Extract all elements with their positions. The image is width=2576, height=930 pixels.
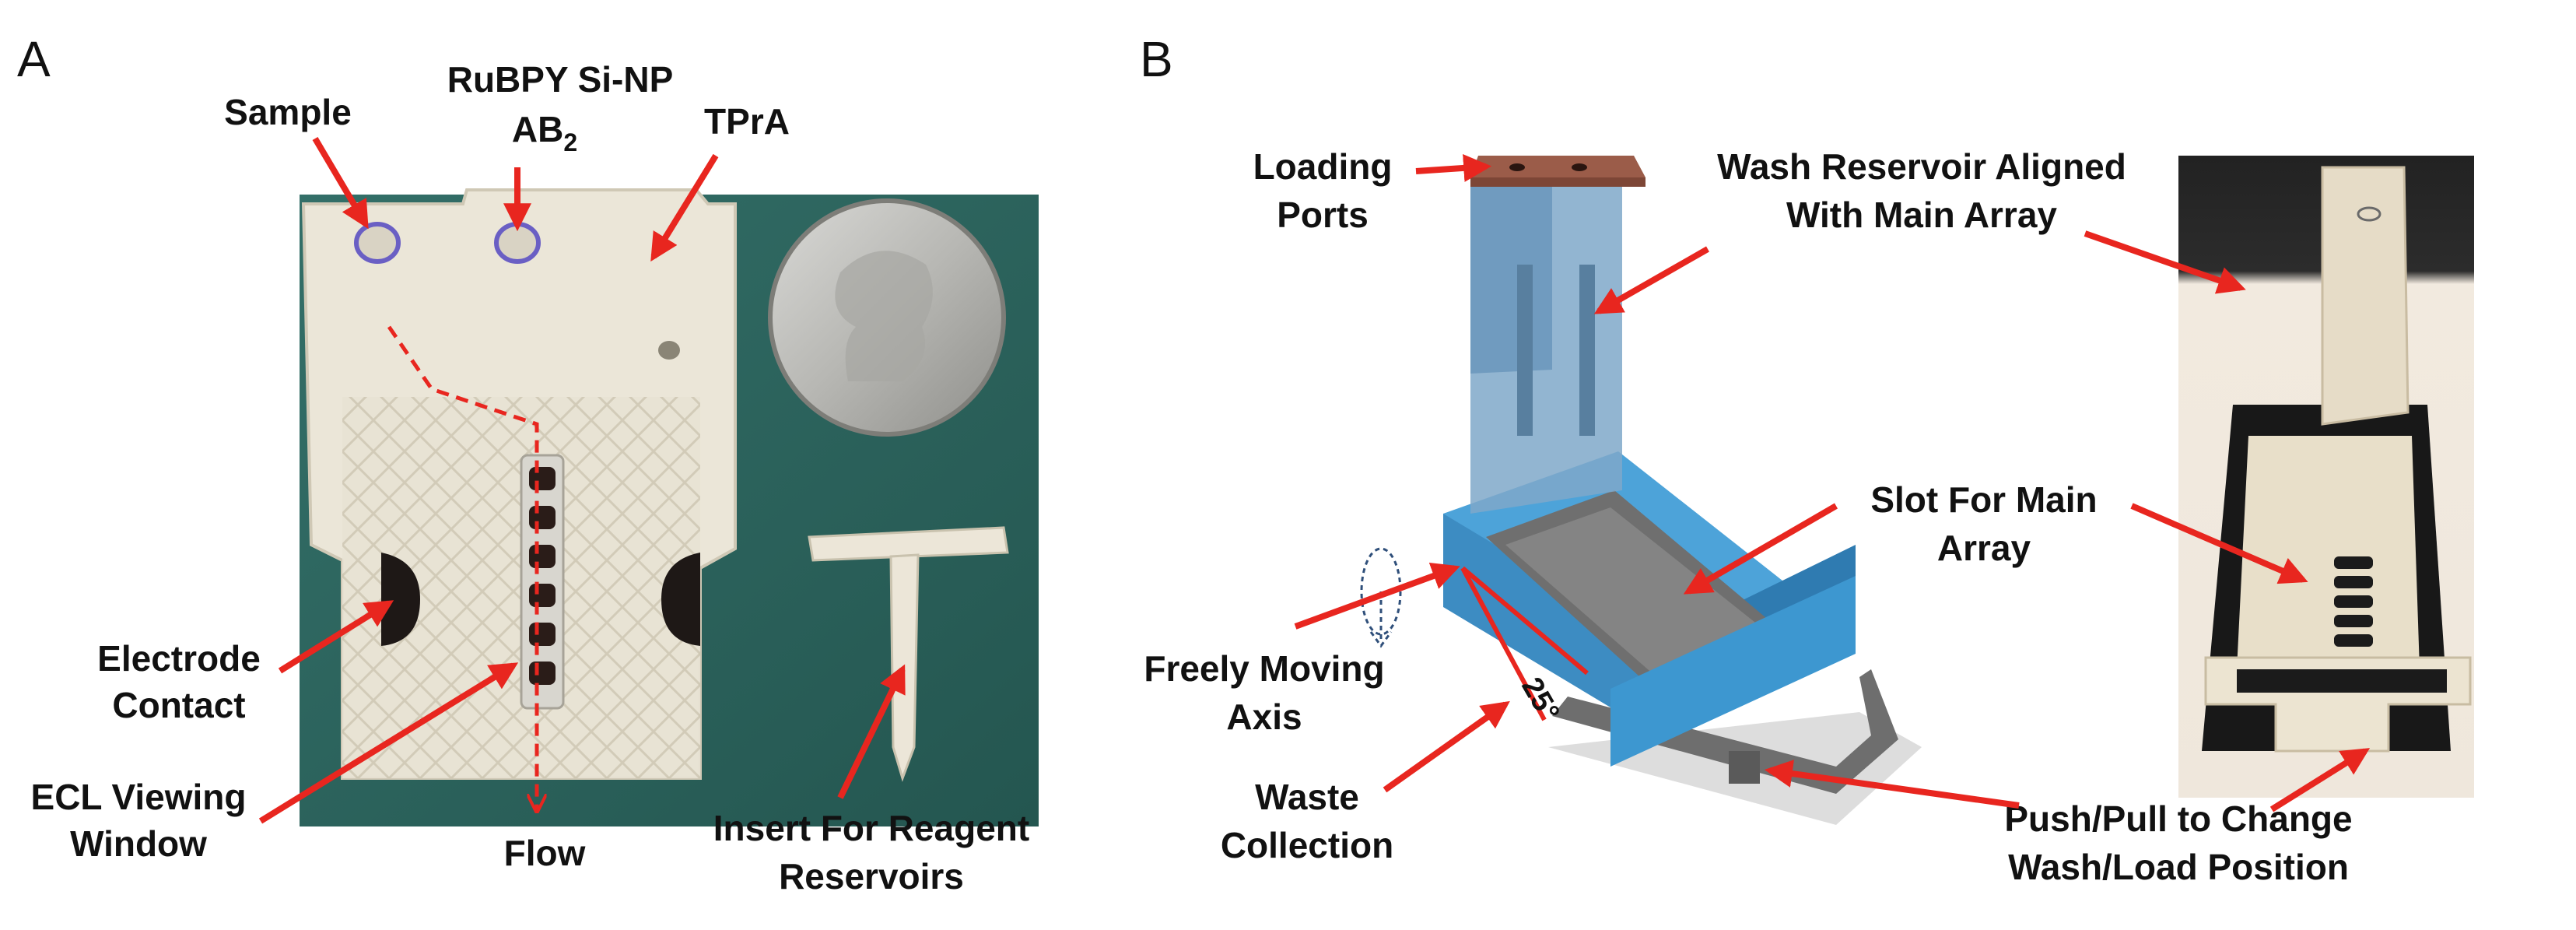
photo-b-holder: [2237, 436, 2420, 669]
label-wash-line1: Wash Reservoir Aligned: [1717, 146, 2126, 187]
label-push-line2: Wash/Load Position: [2008, 847, 2349, 887]
arrow-loading-ports: [1415, 153, 1492, 182]
coin-profile: [835, 251, 933, 381]
loading-port-hole-1: [1509, 163, 1525, 171]
label-loading-line1: Loading: [1253, 146, 1393, 187]
cad-model: 25°: [1360, 156, 1922, 825]
arrow-insert: [837, 664, 906, 799]
label-push-line1: Push/Pull to Change: [2004, 798, 2352, 839]
arrow-wash-reservoir: [1593, 246, 1709, 314]
panel-a-letter: A: [17, 31, 51, 87]
label-electrode-line2: Contact: [112, 685, 245, 725]
base-front-left: [1443, 514, 1657, 735]
rubpy-port: [494, 222, 541, 264]
label-ecl-line1: ECL Viewing: [31, 777, 247, 817]
panel-a-arrows: [258, 136, 906, 824]
arrow-waste: [1383, 700, 1510, 793]
arrow-slot: [1683, 503, 1838, 595]
label-loading-line2: Ports: [1277, 195, 1369, 235]
panel-b-letter: B: [1140, 31, 1173, 87]
arrow-sample: [312, 136, 369, 230]
panel-b: B: [1140, 31, 2474, 887]
arrow-freely-moving: [1294, 562, 1460, 630]
label-freely-line1: Freely Moving: [1144, 648, 1384, 689]
arrow-wash-photo: [2084, 230, 2246, 294]
label-waste-line2: Collection: [1221, 825, 1393, 865]
loading-port-hole-2: [1572, 163, 1587, 171]
label-wash-line2: With Main Array: [1786, 195, 2057, 235]
sample-port: [354, 222, 401, 264]
label-flow: Flow: [504, 833, 586, 873]
photo-b-reservoir: [2321, 166, 2410, 426]
base-front-wall: [1610, 576, 1856, 767]
label-freely-line2: Axis: [1226, 697, 1302, 737]
arrow-slot-photo: [2130, 503, 2308, 584]
arrow-tpra: [650, 153, 719, 262]
arrow-push-photo: [2269, 748, 2371, 812]
label-insert-line2: Reservoirs: [779, 856, 964, 897]
panel-a: A: [17, 31, 1039, 897]
label-tpra: TPrA: [704, 101, 790, 142]
arrow-push-pull: [1764, 760, 2020, 809]
rotation-axis-icon: [1360, 547, 1402, 648]
wash-tube-left: [1517, 265, 1533, 436]
panel-b-arrows: [1294, 153, 2371, 812]
label-ecl-line2: Window: [70, 823, 207, 864]
electrode-contact-right: [661, 553, 700, 646]
slider-handle: [1729, 751, 1760, 784]
angle-lines: [1460, 566, 1589, 721]
label-electrode-line1: Electrode: [97, 638, 261, 679]
label-slot-line1: Slot For Main: [1870, 479, 2097, 520]
label-sample: Sample: [224, 92, 352, 132]
arrow-electrode: [278, 600, 394, 674]
panel-b-photo: [2178, 156, 2474, 798]
tpra-port: [658, 341, 680, 360]
arrow-ecl-window: [258, 662, 519, 824]
label-insert-line1: Insert For Reagent: [713, 808, 1029, 848]
flow-path: [387, 325, 537, 809]
slider-tray: [1552, 669, 1898, 794]
label-rubpy-line1: RuBPY Si-NP: [447, 59, 674, 100]
label-waste-line1: Waste: [1255, 777, 1359, 817]
wash-tube-right: [1579, 265, 1595, 436]
wash-reservoir: [1470, 156, 1645, 514]
loading-port-cap: [1470, 156, 1645, 177]
photo-b-electrodes: [2334, 556, 2373, 647]
label-slot-line2: Array: [1937, 528, 2031, 568]
label-rubpy-line2: AB2: [512, 109, 577, 156]
